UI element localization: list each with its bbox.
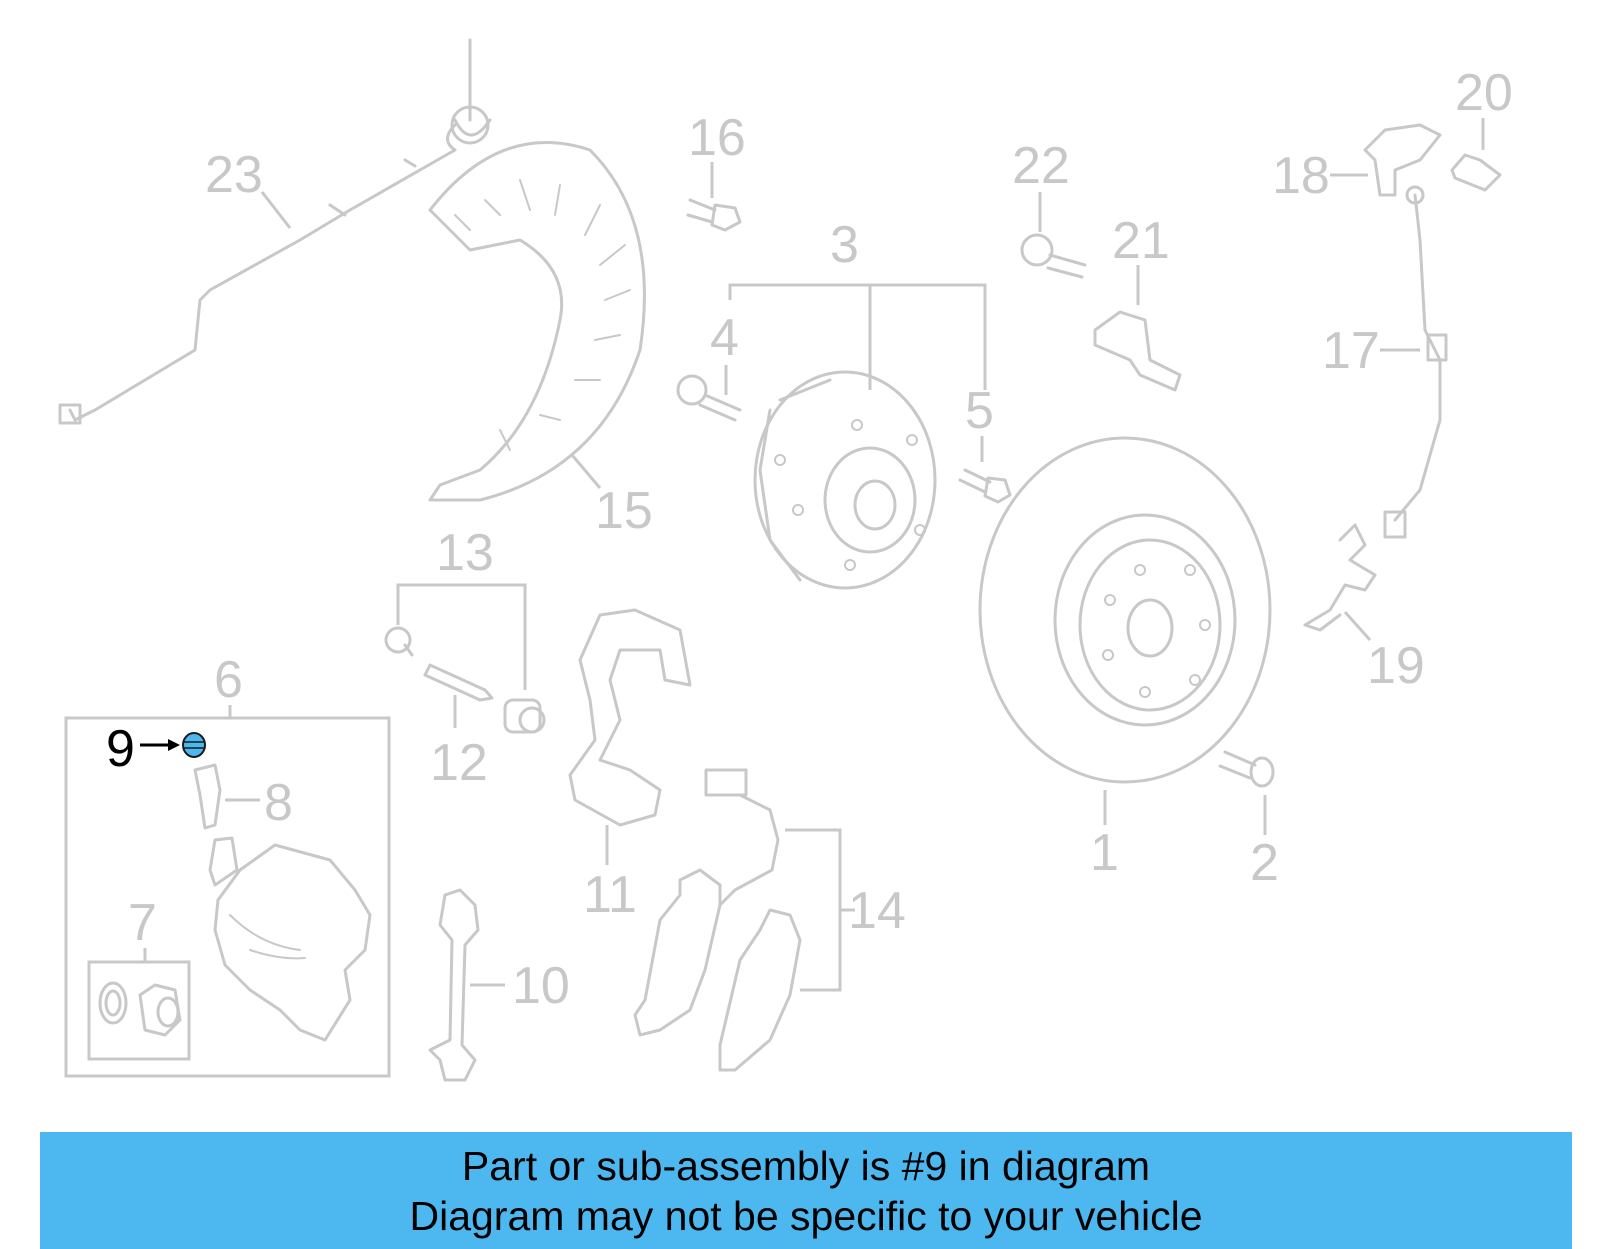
callout-8: 8 [264, 774, 293, 832]
callout-9: 9 [106, 720, 135, 778]
part-15-dust-shield [428, 141, 646, 502]
part-12-guide-pin [423, 663, 494, 702]
callout-7: 7 [128, 894, 157, 952]
callout-17: 17 [1322, 322, 1380, 380]
callout-10: 10 [512, 957, 570, 1015]
callout-19: 19 [1367, 637, 1425, 695]
part-17-brake-hose [1383, 185, 1448, 539]
callout-4: 4 [710, 309, 739, 367]
part-19-bracket [1303, 523, 1377, 632]
callout-13: 13 [436, 524, 494, 582]
callout-16: 16 [688, 109, 746, 167]
callout-20: 20 [1455, 64, 1513, 122]
banner-line-1: Part or sub-assembly is #9 in diagram [461, 1142, 1151, 1189]
part-20-clip [1450, 153, 1502, 192]
part-23-abs-wire [58, 38, 492, 425]
bracket-3 [728, 283, 987, 390]
bracket-14 [785, 828, 855, 992]
part-21-clip [1093, 310, 1182, 392]
part-14-brake-pads [633, 768, 802, 1072]
info-banner: Part or sub-assembly is #9 in diagram Di… [40, 1132, 1572, 1249]
assembly-6-box [64, 716, 391, 1078]
part-4-hub-bolt [676, 374, 742, 422]
callout-22: 22 [1012, 137, 1070, 195]
callout-14: 14 [848, 882, 906, 940]
callout-6: 6 [214, 651, 243, 709]
banner-line-2: Diagram may not be specific to your vehi… [409, 1192, 1203, 1239]
part-11-caliper-bracket [568, 608, 692, 827]
part-5-bolt [958, 468, 1012, 504]
part-18-bracket [1363, 123, 1442, 197]
callout-1: 1 [1090, 824, 1119, 882]
part-9-bleeder-cap [182, 732, 206, 758]
callout-3: 3 [830, 216, 859, 274]
part-2-screw [1218, 750, 1275, 788]
part-22-bolt [1020, 233, 1087, 279]
callout-12: 12 [430, 734, 488, 792]
part-8-bleeder-screw [193, 763, 222, 830]
leader-15 [570, 454, 602, 489]
leader-9-arrowhead [168, 739, 180, 751]
callout-5: 5 [965, 382, 994, 440]
callout-23: 23 [205, 146, 263, 204]
part-7-seal-kit [98, 981, 182, 1037]
callout-11: 11 [583, 866, 637, 924]
leader-19 [1343, 611, 1372, 641]
part-16-bolt [686, 198, 742, 232]
callout-18: 18 [1272, 147, 1330, 205]
callout-21: 21 [1112, 212, 1170, 270]
callout-2: 2 [1250, 834, 1279, 892]
bracket-13 [396, 583, 527, 690]
callout-15: 15 [595, 482, 653, 540]
part-10-spring [428, 888, 480, 1082]
part-6-caliper [208, 836, 372, 1042]
leader-23 [260, 191, 292, 229]
assembly-7-box [87, 960, 191, 1061]
part-1-brake-rotor [978, 436, 1272, 784]
part-13-caps [384, 626, 546, 734]
part-3-wheel-hub [753, 370, 937, 590]
